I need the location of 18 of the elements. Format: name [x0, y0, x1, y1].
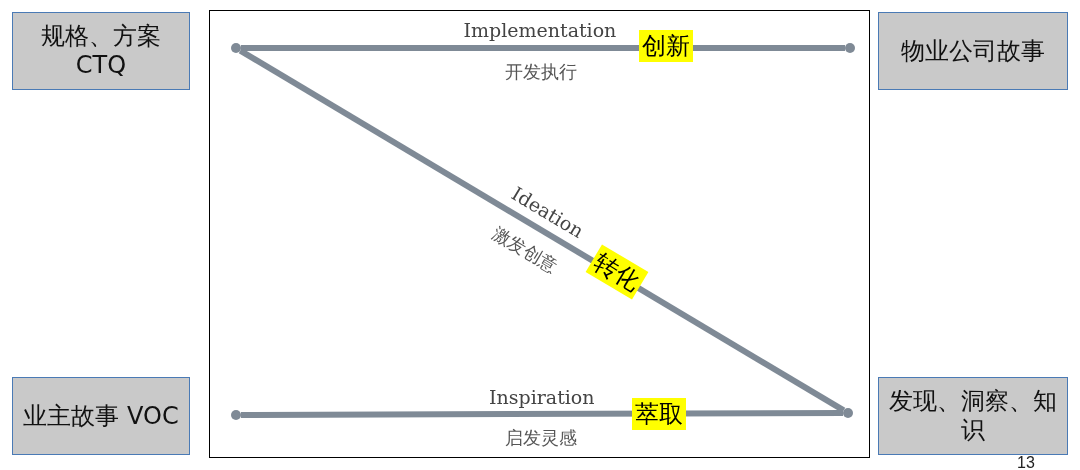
line	[241, 45, 845, 51]
edge-label: Implementation	[463, 19, 617, 41]
endpoint-dot	[231, 43, 241, 53]
endpoint-dot	[231, 410, 241, 420]
line-caption: 开发执行	[505, 60, 577, 84]
highlighted-label: 创新	[639, 30, 693, 62]
endpoint-dot	[843, 408, 853, 418]
text-box: 物业公司故事	[878, 12, 1068, 90]
line-caption: 启发灵感	[505, 426, 577, 450]
text-box: 业主故事 VOC	[12, 377, 190, 455]
highlighted-label: 转化	[585, 244, 649, 300]
highlighted-label: 萃取	[632, 398, 686, 430]
line	[241, 410, 843, 418]
endpoint-dot	[845, 43, 855, 53]
edge-label: Inspiration	[489, 386, 595, 408]
text-box: 发现、洞察、知识	[878, 377, 1068, 455]
line	[238, 48, 846, 413]
text-box: 规格、方案 CTQ	[12, 12, 190, 90]
